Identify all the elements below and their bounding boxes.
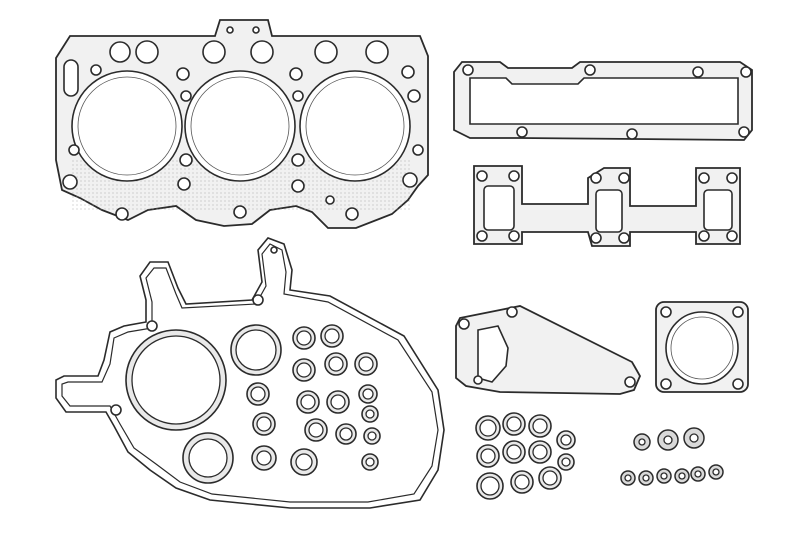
water-pump-plate-gasket [455,305,642,395]
copper-washers [620,427,724,486]
intake-manifold-gasket [473,165,741,247]
cylinder-head-gasket [55,19,429,229]
exhaust-flange-gasket [655,301,749,393]
valve-stem-seals [246,324,381,476]
large-o-rings [125,324,282,484]
valve-cover-gasket [453,61,753,141]
oil-pan-gasket [55,237,445,509]
small-seals [475,412,576,500]
